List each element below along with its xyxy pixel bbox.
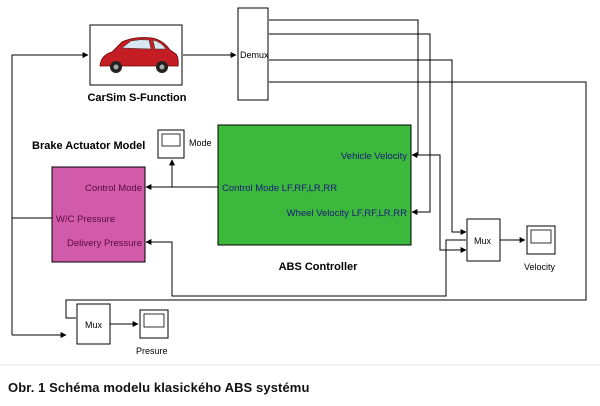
brake-port-control-mode: Control Mode (85, 183, 142, 194)
pressure-scope-block[interactable]: Presure (136, 309, 169, 356)
abs-controller-block[interactable]: Control Mode LF,RF,LR,RR Wheel Velocity … (217, 124, 412, 273)
velocity-scope-block[interactable]: Velocity (524, 225, 556, 272)
abs-output-vehicle-velocity: Vehicle Velocity (341, 151, 407, 162)
demux-block[interactable]: Demux (237, 7, 269, 101)
wire-demux-out4 (65, 81, 587, 319)
scope-icon (530, 229, 552, 244)
abs-input-wheel-velocity: Wheel Velocity LF,RF,LR,RR (287, 208, 408, 219)
car-icon (99, 37, 179, 73)
mux-pressure-label: Mux (85, 320, 103, 330)
mode-scope-block[interactable]: Mode (157, 129, 212, 159)
abs-controller-title: ABS Controller (279, 261, 359, 273)
scope-icon (143, 313, 165, 328)
signal-wires (11, 19, 587, 338)
abs-input-control-mode: Control Mode LF,RF,LR,RR (222, 183, 337, 194)
pressure-scope-label: Presure (136, 346, 168, 356)
wire-demux-out3 (269, 59, 467, 235)
brake-port-delivery-pressure: Delivery Pressure (67, 238, 142, 249)
mux-velocity-block[interactable]: Mux (466, 218, 501, 262)
wire-feedback-carsim (11, 52, 89, 335)
wire-delivery (145, 239, 466, 297)
carsim-block[interactable]: CarSim S-Function (87, 24, 187, 104)
wire-vv-to-mux (418, 154, 467, 253)
velocity-scope-label: Velocity (524, 262, 556, 272)
brake-actuator-title: Brake Actuator Model (32, 140, 145, 152)
mode-scope-label: Mode (189, 138, 212, 148)
scope-icon (161, 133, 181, 147)
carsim-label: CarSim S-Function (87, 92, 186, 104)
demux-label: Demux (240, 50, 269, 60)
mux-velocity-label: Mux (474, 236, 492, 246)
mux-pressure-block[interactable]: Mux (76, 303, 111, 345)
figure-caption: Obr. 1 Schéma modelu klasického ABS syst… (8, 380, 310, 395)
brake-port-wc-pressure: W/C Pressure (56, 214, 115, 225)
brake-actuator-block[interactable]: Brake Actuator Model Control Mode W/C Pr… (32, 140, 146, 263)
